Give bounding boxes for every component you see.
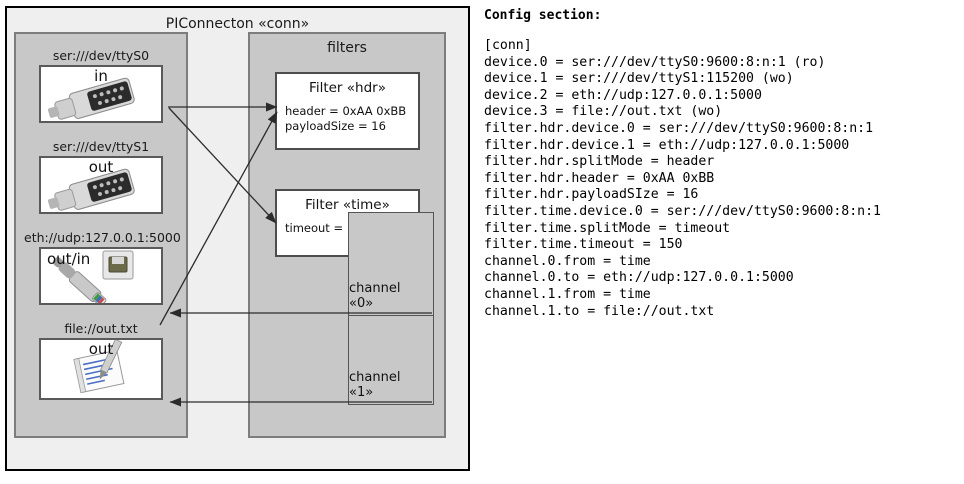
device-direction: out: [88, 340, 114, 358]
ethernet-plug-icon: [52, 250, 134, 303]
config-panel: Config section: [conn] device.0 = ser://…: [484, 0, 964, 484]
filter-property: header = 0xAA 0xBB: [285, 104, 407, 118]
diagram-title: PIConnecton «conn»: [165, 16, 310, 32]
device-label: ser:///dev/ttyS0: [52, 48, 150, 63]
filter-hdr-box[interactable]: Filter «hdr» header = 0xAA 0xBB payloadS…: [275, 72, 420, 150]
filter-properties: header = 0xAA 0xBB payloadSize = 16: [285, 104, 406, 134]
device-direction: in: [94, 67, 108, 85]
device-direction: out/in: [47, 250, 91, 268]
filter-property: payloadSize = 16: [285, 119, 386, 133]
channel-1-box[interactable]: channel «1»: [348, 315, 434, 405]
device-card: in: [39, 65, 163, 123]
channel-label: channel «1»: [349, 370, 401, 400]
filter-title: Filter «time»: [305, 197, 390, 213]
filters-group-title: filters: [327, 40, 367, 56]
architecture-diagram: PIConnecton «conn» ser:///dev/ttyS0 in: [0, 0, 478, 484]
serial-port-icon: [47, 168, 135, 211]
device-eth-udp[interactable]: eth://udp:127.0.0.1:5000 out/in: [24, 230, 181, 305]
channel-0-box[interactable]: channel «0»: [348, 212, 434, 316]
device-label: ser:///dev/ttyS1: [52, 139, 150, 154]
device-direction: out: [88, 158, 114, 176]
device-ser-ttys0[interactable]: ser:///dev/ttyS0 in: [39, 48, 163, 123]
filter-title: Filter «hdr»: [309, 80, 386, 96]
device-file-out[interactable]: file://out.txt out: [39, 321, 163, 400]
channel-label: channel «0»: [349, 281, 401, 311]
serial-port-icon: [47, 77, 135, 120]
device-card: out: [39, 338, 163, 400]
filters-group: filters Filter «hdr» header = 0xAA 0xBB …: [248, 32, 446, 438]
device-label: file://out.txt: [64, 321, 138, 336]
device-card: out: [39, 156, 163, 214]
config-text: [conn] device.0 = ser:///dev/ttyS0:9600:…: [484, 38, 881, 319]
text-file-icon: [73, 340, 125, 394]
devices-group: ser:///dev/ttyS0 in: [14, 32, 188, 438]
device-ser-ttys1[interactable]: ser:///dev/ttyS1 out: [39, 139, 163, 214]
device-label: eth://udp:127.0.0.1:5000: [24, 230, 181, 245]
device-card: out/in: [39, 247, 163, 305]
config-heading: Config section:: [484, 8, 602, 23]
